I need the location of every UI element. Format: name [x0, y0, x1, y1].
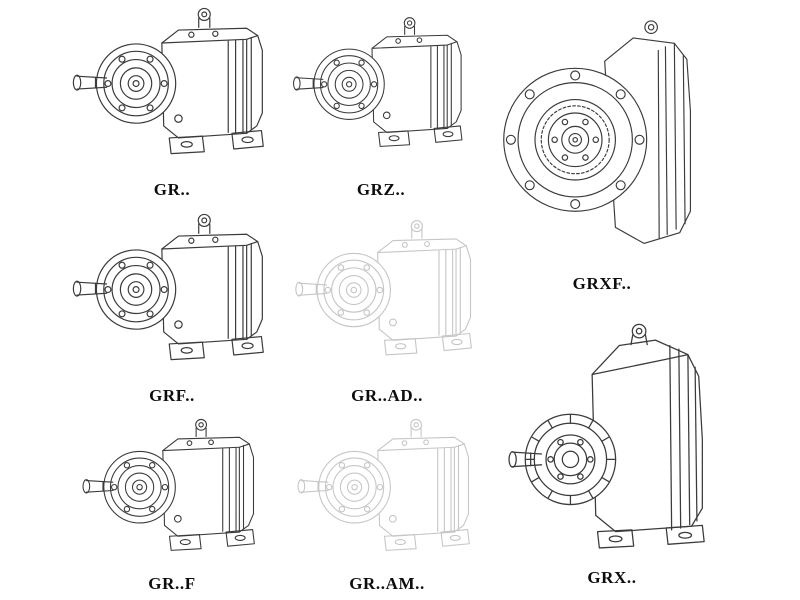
gearbox-drawing-grz — [287, 2, 475, 178]
figure-label-gr-f: GR..F — [148, 574, 196, 593]
gearbox-drawing-grx — [494, 304, 730, 566]
figure-grz: GRZ.. — [286, 2, 476, 200]
figure-label-grx: GRX.. — [587, 568, 637, 587]
figure-gr-am: GR..AM.. — [288, 414, 486, 594]
gearbox-drawing-grxf — [498, 4, 706, 272]
figure-grf: GRF.. — [62, 208, 282, 406]
figure-grad: GR..AD.. — [288, 208, 486, 406]
figure-label-grz: GRZ.. — [356, 180, 406, 199]
gearbox-drawing-gr-am — [289, 414, 485, 572]
figure-grxf: GRXF.. — [494, 4, 710, 294]
gearbox-drawing-gr-ad — [289, 208, 485, 384]
figure-label-gr: GR.. — [153, 180, 191, 199]
figure-label-grf: GRF.. — [149, 386, 195, 405]
figure-gr: GR.. — [62, 2, 282, 200]
figure-label-gr-am: GR..AM.. — [349, 574, 425, 593]
figure-gr-f: GR..F — [62, 414, 282, 594]
gearbox-drawing-gr — [66, 2, 278, 178]
figure-label-gr-ad: GR..AD.. — [351, 386, 423, 405]
gearbox-drawing-grf — [66, 208, 278, 384]
figure-label-grxf: GRXF.. — [572, 274, 632, 293]
gearbox-drawing-gr-f — [66, 414, 278, 572]
figure-grx: GRX.. — [492, 304, 732, 588]
